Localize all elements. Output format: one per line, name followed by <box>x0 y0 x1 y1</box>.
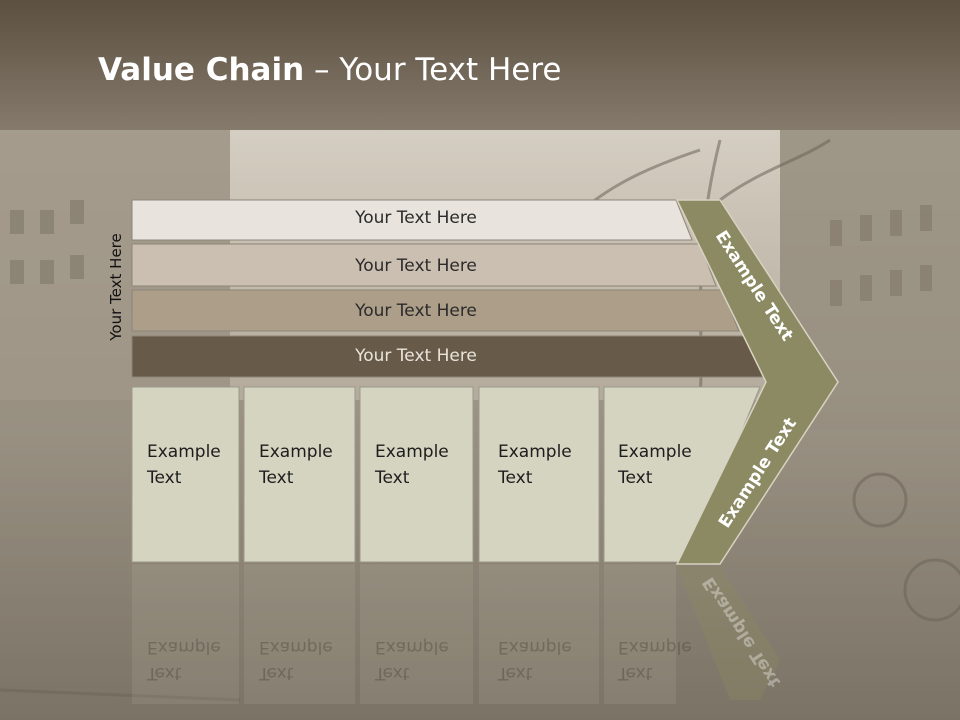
band-label-2: Your Text Here <box>355 256 477 276</box>
box-4-reflection-line2: Text <box>498 663 533 683</box>
box-3-line1: Example <box>375 442 449 462</box>
box-3-reflection-line2: Text <box>375 663 410 683</box>
box-2-reflection-shape <box>244 564 355 704</box>
band-label-1: Your Text Here <box>355 208 477 228</box>
box-1-reflection: Text Example <box>147 634 221 686</box>
box-1-reflection-line1: Example <box>147 637 221 657</box>
band-shapes <box>131 199 764 378</box>
box-1-reflection-shape <box>132 564 239 704</box>
box-4-line1: Example <box>498 442 572 462</box>
band-label-3: Your Text Here <box>355 301 477 321</box>
box-1-line2: Text <box>147 468 182 488</box>
box-2-line2: Text <box>259 468 294 488</box>
box-1-reflection-line2: Text <box>147 663 182 683</box>
box-5-reflection-shape <box>604 564 676 704</box>
band-label-4: Your Text Here <box>355 346 477 366</box>
box-2-reflection-line1: Example <box>259 637 333 657</box>
box-5-reflection: Text Example <box>618 634 692 686</box>
side-label-text: Your Text Here <box>107 233 125 341</box>
box-3-reflection-line1: Example <box>375 637 449 657</box>
box-1-line1: Example <box>147 442 221 462</box>
box-4-line2: Text <box>498 468 533 488</box>
box-5-reflection-line1: Example <box>618 637 692 657</box>
band-3 <box>131 289 740 332</box>
box-5-line1: Example <box>618 442 692 462</box>
value-chain-chevron <box>675 199 839 565</box>
box-3 <box>359 386 474 563</box>
box-3-text: Example Text <box>375 439 449 491</box>
box-2-line1: Example <box>259 442 333 462</box>
box-4-text: Example Text <box>498 439 572 491</box>
box-2 <box>243 386 356 563</box>
box-1-text: Example Text <box>147 439 221 491</box>
box-1 <box>131 386 240 563</box>
box-2-reflection-line2: Text <box>259 663 294 683</box>
band-1 <box>131 199 693 241</box>
slide-title: Value Chain – Your Text Here <box>98 52 561 88</box>
box-5-line2: Text <box>618 468 653 488</box>
box-shapes <box>131 386 761 563</box>
box-3-line2: Text <box>375 468 410 488</box>
band-2 <box>131 243 717 287</box>
box-4-reflection-shape <box>479 564 599 704</box>
box-5-text: Example Text <box>618 439 692 491</box>
title-bar <box>0 0 960 130</box>
box-4 <box>478 386 600 563</box>
box-5-reflection-line2: Text <box>618 663 653 683</box>
box-2-reflection: Text Example <box>259 634 333 686</box>
box-4-reflection: Text Example <box>498 634 572 686</box>
box-3-reflection: Text Example <box>375 634 449 686</box>
reflection-shapes <box>132 564 676 704</box>
box-4-reflection-line1: Example <box>498 637 572 657</box>
chevron-reflection <box>677 566 780 700</box>
box-3-reflection-shape <box>360 564 473 704</box>
title-regular-part: – Your Text Here <box>304 52 562 88</box>
box-2-text: Example Text <box>259 439 333 491</box>
title-bold-part: Value Chain <box>98 52 305 88</box>
